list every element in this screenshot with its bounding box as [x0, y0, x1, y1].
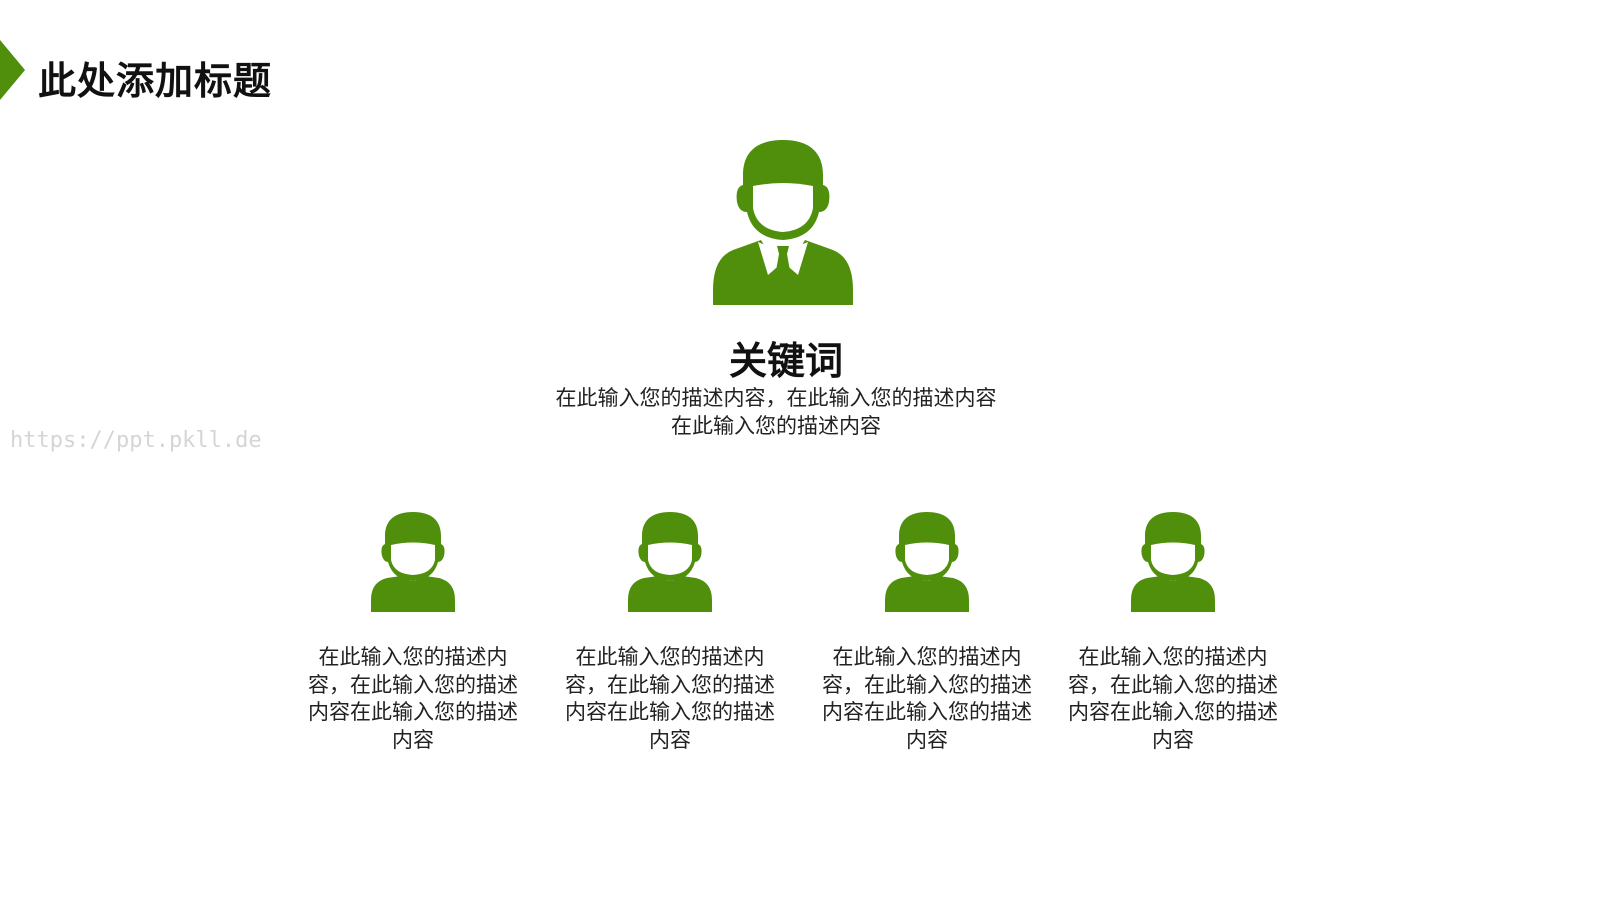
member-card: 在此输入您的描述内容，在此输入您的描述内容在此输入您的描述内容 [555, 512, 785, 754]
title-marker-arrow [0, 40, 25, 100]
member-card: 在此输入您的描述内容，在此输入您的描述内容在此输入您的描述内容 [1058, 512, 1288, 754]
person-icon [371, 512, 455, 612]
member-card: 在此输入您的描述内容，在此输入您的描述内容在此输入您的描述内容 [298, 512, 528, 754]
member-description: 在此输入您的描述内容，在此输入您的描述内容在此输入您的描述内容 [308, 645, 518, 752]
keyword-description: 在此输入您的描述内容，在此输入您的描述内容在此输入您的描述内容 [555, 386, 997, 438]
person-icon [885, 512, 969, 612]
member-card: 在此输入您的描述内容，在此输入您的描述内容在此输入您的描述内容 [812, 512, 1042, 754]
businessman-icon [713, 140, 853, 305]
person-icon [1131, 512, 1215, 612]
member-description: 在此输入您的描述内容，在此输入您的描述内容在此输入您的描述内容 [822, 645, 1032, 752]
member-description: 在此输入您的描述内容，在此输入您的描述内容在此输入您的描述内容 [1068, 645, 1278, 752]
keyword-heading: 关键词 [728, 339, 843, 383]
member-description: 在此输入您的描述内容，在此输入您的描述内容在此输入您的描述内容 [565, 645, 775, 752]
person-icon [628, 512, 712, 612]
slide-title: 此处添加标题 [38, 59, 273, 103]
watermark: https://ppt.pkll.de [10, 428, 262, 453]
